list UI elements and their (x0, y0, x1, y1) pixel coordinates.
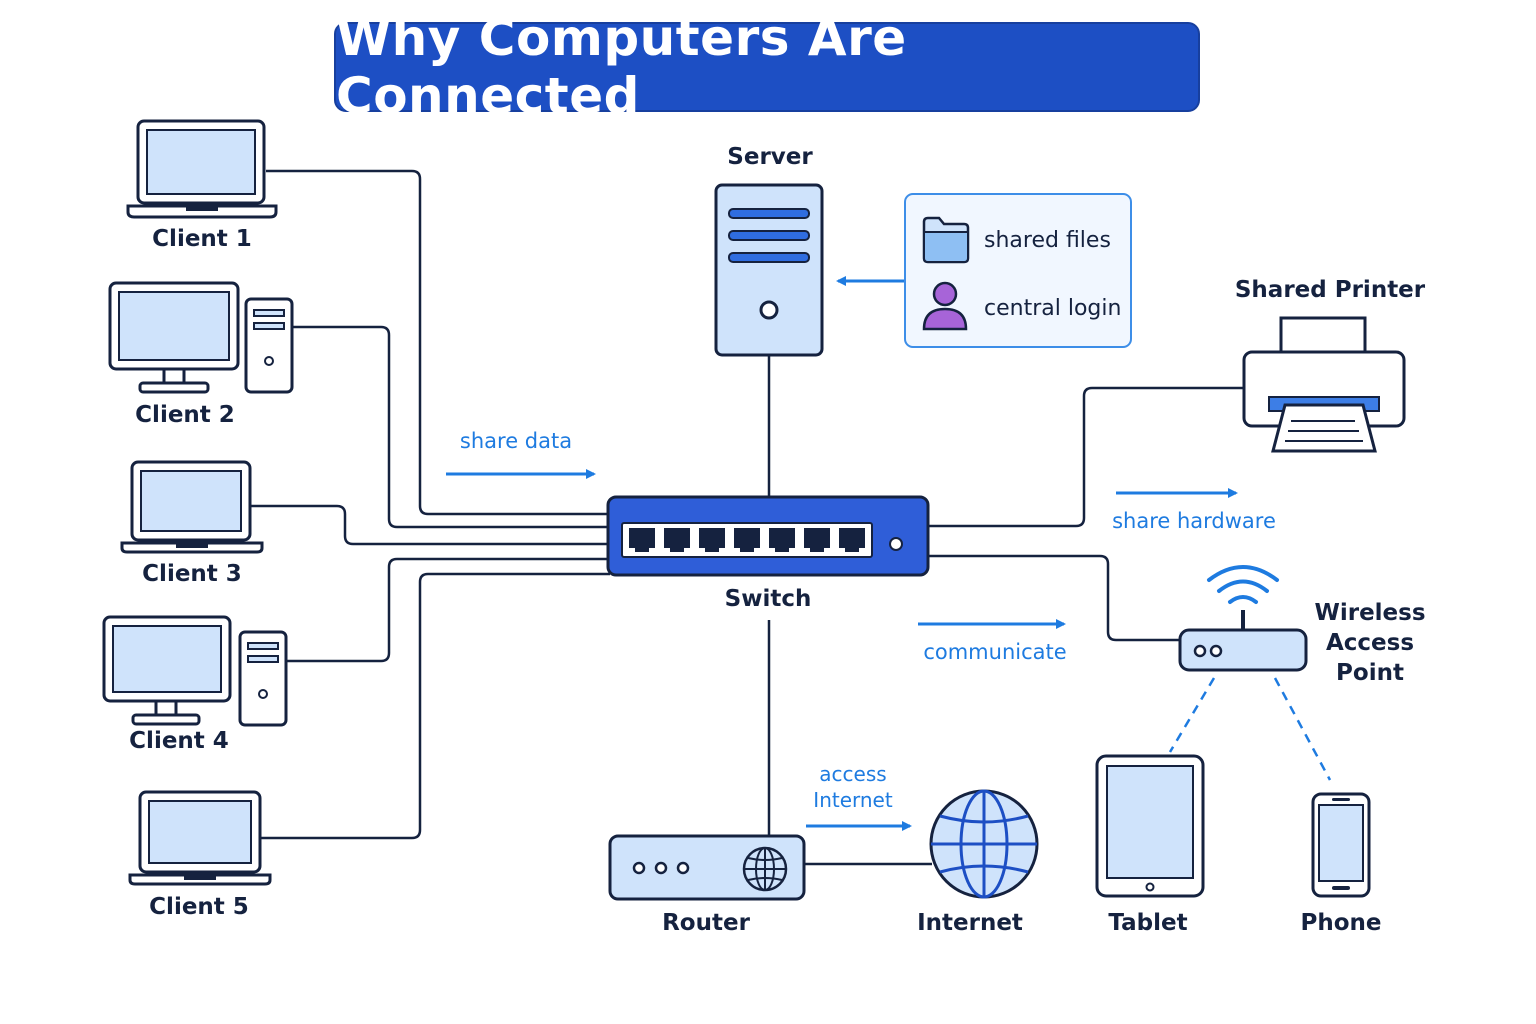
label-printer: Shared Printer (1234, 277, 1426, 303)
router-globe-icon (742, 846, 788, 892)
tablet-icon (1095, 754, 1205, 898)
label-wireless-ap-line3: Point (1336, 660, 1404, 686)
laptop-icon (126, 119, 278, 219)
label-tablet: Tablet (1108, 910, 1188, 936)
title-banner: Why Computers Are Connected (334, 9, 1200, 125)
wireless-link-phone (1273, 677, 1332, 781)
cable-client4 (286, 557, 610, 663)
label-access-internet-line2: Internet (813, 788, 893, 812)
label-phone: Phone (1300, 910, 1382, 936)
label-share-hardware: share hardware (1112, 509, 1276, 533)
label-client1: Client 1 (152, 226, 252, 252)
label-client5: Client 5 (149, 894, 249, 920)
label-client4: Client 4 (129, 728, 229, 754)
folder-icon (922, 216, 970, 264)
user-icon (922, 281, 968, 331)
desktop-icon (108, 281, 294, 394)
label-switch: Switch (724, 586, 812, 612)
label-client3: Client 3 (142, 561, 242, 587)
label-client2: Client 2 (135, 402, 235, 428)
label-access-internet-line1: access (819, 762, 887, 786)
cable-wireless-ap (928, 554, 1180, 642)
cable-printer (928, 386, 1244, 528)
label-router: Router (662, 910, 750, 936)
phone-icon (1311, 792, 1371, 898)
page-title: Why Computers Are Connected (336, 9, 907, 125)
cable-client1 (266, 169, 610, 516)
label-share-data: share data (459, 429, 573, 453)
label-wireless-ap: Wireless Access Point (1314, 598, 1425, 688)
cable-client2 (292, 325, 610, 529)
flow-arrows (446, 276, 1238, 831)
globe-icon (929, 789, 1039, 899)
label-wireless-ap-line2: Access (1325, 630, 1415, 656)
wireless-ap-icon (1178, 565, 1308, 672)
server-icon (714, 183, 824, 357)
laptop-icon (120, 460, 264, 554)
laptop-icon (128, 790, 272, 886)
desktop-icon (102, 615, 288, 727)
label-internet: Internet (917, 910, 1023, 936)
label-server: Server (727, 144, 813, 170)
cables (250, 169, 1244, 866)
label-access-internet: access Internet (813, 761, 892, 813)
router-icon (608, 834, 806, 901)
label-shared-files: shared files (984, 228, 1111, 253)
label-wireless-ap-line1: Wireless (1314, 600, 1426, 626)
wireless-links (1168, 677, 1332, 781)
cable-client3 (250, 504, 610, 546)
label-communicate: communicate (923, 640, 1067, 664)
wireless-link-tablet (1168, 677, 1216, 753)
cable-client5 (258, 572, 610, 840)
switch-icon (606, 495, 930, 577)
label-central-login: central login (984, 296, 1122, 321)
printer-icon (1242, 316, 1406, 453)
